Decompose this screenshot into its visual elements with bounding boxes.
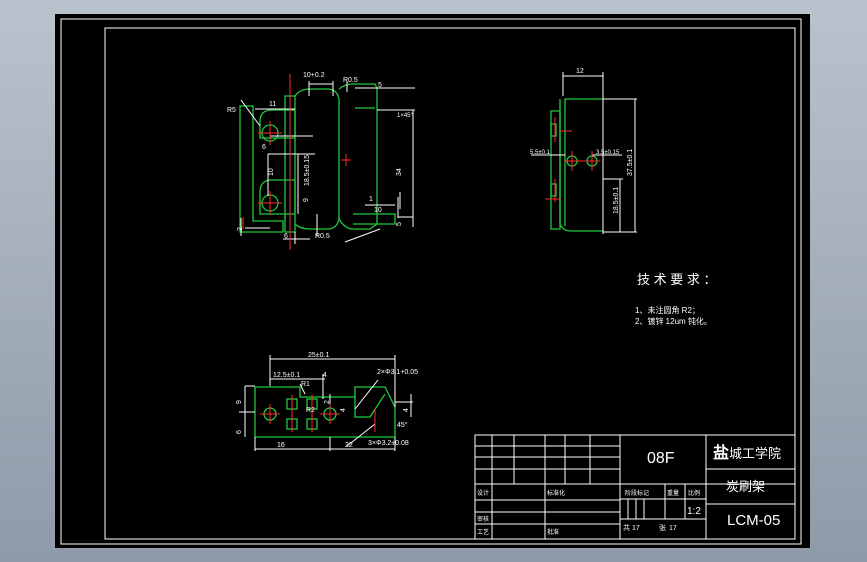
dim-text: R5 xyxy=(227,107,236,114)
dim-text: 4 xyxy=(323,372,327,379)
dim-text: 18.5±0.1 xyxy=(613,187,620,214)
dim-text: 3.5±0.15 xyxy=(596,150,620,156)
label-stage: 阶段标记 xyxy=(625,489,649,497)
dim-text: 34 xyxy=(396,168,403,176)
dim-text: 2 xyxy=(237,227,244,231)
dim-text: 25±0.1 xyxy=(308,352,329,359)
tech-req-item: 1、未注圆角 R2； xyxy=(635,305,700,315)
dim-text: 12.5±0.1 xyxy=(273,372,300,379)
dim-text: 45° xyxy=(397,421,408,429)
dim-text: 37.5±0.1 xyxy=(627,149,634,176)
dim-text: 12 xyxy=(576,68,584,75)
top-view: 25±0.1 12.5±0.1 4 2×Φ3.1+0.05 R1 9 2 R2 … xyxy=(236,352,418,451)
dim-text: 6 xyxy=(262,144,266,151)
dim-text: R2 xyxy=(306,407,315,414)
tech-req-item: 2、镀锌 12um 钝化。 xyxy=(635,316,712,326)
side-view: 12 5.5±0.1 3.5±0.15 37.5±0.1 18.5±0.1 xyxy=(530,68,637,234)
sheet-label-total: 共 xyxy=(623,523,630,532)
dim-text: R0.5 xyxy=(343,77,358,84)
label-weight: 重量 xyxy=(667,489,679,497)
dim-text: 1×45° xyxy=(397,113,414,119)
dim-text: R1 xyxy=(301,381,310,388)
dim-text: 9 xyxy=(236,400,243,404)
dim-text: 6 xyxy=(284,233,288,240)
label-ratio: 比例 xyxy=(688,489,700,497)
sheet-total: 17 xyxy=(632,525,640,532)
label-designer: 设计 xyxy=(477,489,489,497)
technical-requirements: 技 术 要 求 ： 1、未注圆角 R2； 2、镀锌 12um 钝化。 xyxy=(635,272,716,326)
label-craft: 工艺 xyxy=(477,528,489,536)
dim-text: 5 xyxy=(378,82,382,89)
school-name-rest: 城工学院 xyxy=(729,446,781,461)
dim-text: 4 xyxy=(403,408,410,412)
scale-text: 1:2 xyxy=(687,506,701,517)
drawing-canvas[interactable]: 10+0.2 R0.5 R5 11 5 1×45° 6 18.5±0.15 10… xyxy=(55,14,810,548)
dim-text: 10 xyxy=(268,168,275,176)
dim-text: 9 xyxy=(303,198,310,202)
dim-text: 22 xyxy=(345,442,353,449)
dim-text: 5 xyxy=(396,222,403,226)
dim-text: R0.5 xyxy=(315,233,330,240)
dim-text: 5.5±0.1 xyxy=(530,150,551,156)
outer-frame xyxy=(60,18,802,545)
school-name: 盐城工学院 xyxy=(713,443,781,462)
dim-text: 1 xyxy=(369,196,373,203)
dim-text: 10 xyxy=(374,207,382,214)
drawing-svg: 10+0.2 R0.5 R5 11 5 1×45° 6 18.5±0.15 10… xyxy=(60,18,802,545)
dim-text: 10+0.2 xyxy=(303,72,325,79)
sheet-label-no: 张 xyxy=(659,523,666,532)
tech-req-title: 技 术 要 求 ： xyxy=(637,272,716,287)
label-approve: 批准 xyxy=(547,528,559,536)
dim-text: 2 xyxy=(324,400,331,404)
dim-text: 18.5±0.15 xyxy=(304,155,311,186)
part-name: 炭刷架 xyxy=(726,479,765,494)
front-view: 10+0.2 R0.5 R5 11 5 1×45° 6 18.5±0.15 10… xyxy=(227,72,415,250)
dim-text: 16 xyxy=(277,442,285,449)
title-block: 设计 标准化 审核 工艺 批准 阶段标记 重量 比例 08F 盐城工学院 炭刷架… xyxy=(474,434,796,540)
inner-frame xyxy=(104,27,796,540)
dim-text: 11 xyxy=(269,101,276,108)
dim-text: 4 xyxy=(340,408,347,412)
material-text: 08F xyxy=(647,450,675,467)
dim-text: 6 xyxy=(236,430,243,434)
dim-text: 2×Φ3.1+0.05 xyxy=(377,369,418,376)
dim-text: 3×Φ3.2±0.08 xyxy=(368,440,409,447)
school-name-bold: 盐 xyxy=(713,443,729,462)
sheet-number: 17 xyxy=(669,525,677,532)
label-standard: 标准化 xyxy=(547,489,565,497)
drawing-number: LCM-05 xyxy=(727,512,780,529)
label-checker: 审核 xyxy=(477,515,489,523)
